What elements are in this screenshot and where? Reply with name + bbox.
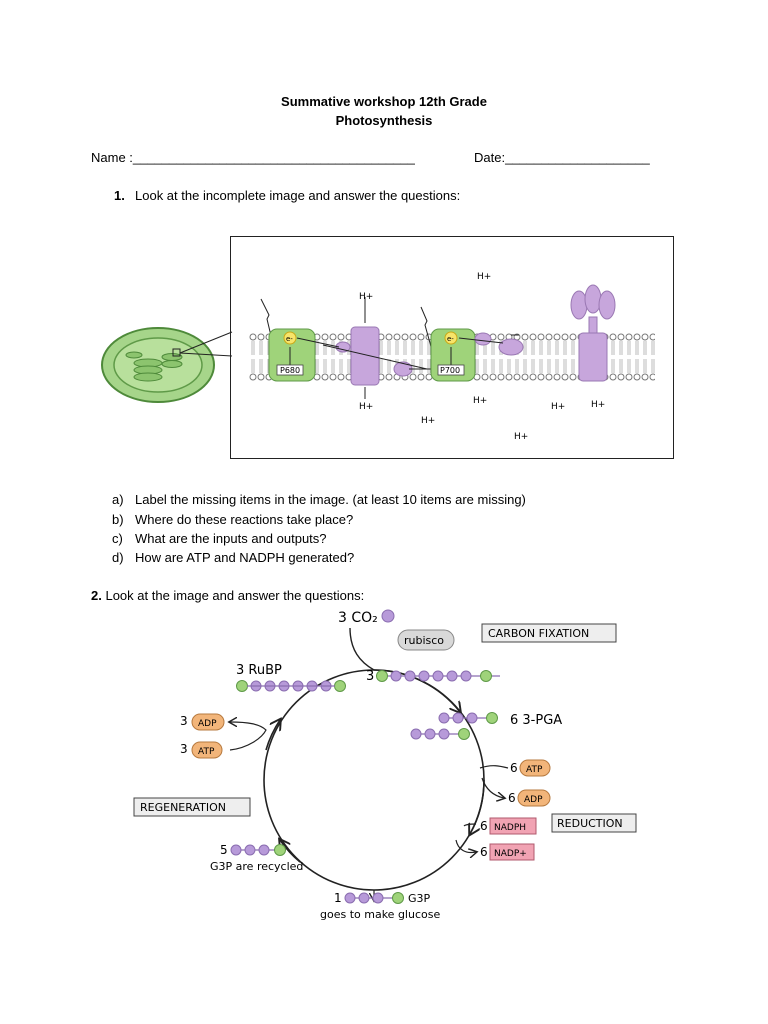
rubp-molecule bbox=[236, 680, 346, 692]
unstable-intermediate-coefficient: 3 bbox=[366, 669, 374, 684]
zoom-connector-lines bbox=[179, 331, 233, 357]
svg-text:ADP: ADP bbox=[198, 719, 217, 729]
question-2-prompt: 2. Look at the image and answer the ques… bbox=[91, 588, 364, 603]
nadph-badge bbox=[489, 817, 537, 835]
proton-label: H+ bbox=[551, 402, 565, 412]
chloroplast-illustration bbox=[101, 327, 215, 403]
reduction-label: REDUCTION bbox=[557, 817, 623, 830]
pga-molecules bbox=[410, 712, 498, 740]
page-subtitle: Photosynthesis bbox=[335, 113, 433, 128]
atp-badge bbox=[519, 759, 551, 777]
svg-text:6: 6 bbox=[480, 819, 488, 833]
proton-label: H+ bbox=[421, 416, 435, 426]
svg-text:1: 1 bbox=[334, 891, 342, 905]
svg-text:ATP: ATP bbox=[526, 765, 543, 775]
svg-text:3: 3 bbox=[180, 714, 188, 728]
subquestion-b: b)Where do these reactions take place? bbox=[112, 512, 354, 527]
atp-synthase bbox=[570, 284, 616, 382]
thylakoid-membrane-diagram: e- P680 e- P700 bbox=[249, 272, 655, 442]
subquestion-c: c)What are the inputs and outputs? bbox=[112, 531, 327, 546]
adp-badge bbox=[191, 713, 225, 731]
co2-label: 3 CO₂ bbox=[338, 610, 378, 626]
svg-text:NADP+: NADP+ bbox=[494, 849, 527, 859]
question-1-prompt: 1. Look at the incomplete image and answe… bbox=[114, 188, 460, 203]
proton-label: H+ bbox=[591, 400, 605, 410]
carbon-fixation-label: CARBON FIXATION bbox=[488, 627, 589, 640]
g3p-output-label: G3P bbox=[408, 892, 431, 905]
svg-text:6: 6 bbox=[480, 845, 488, 859]
rubisco-enzyme bbox=[397, 629, 455, 651]
proton-label: H+ bbox=[473, 396, 487, 406]
photosystem-p680-label: P680 bbox=[280, 366, 300, 375]
question-1-text: Look at the incomplete image and answer … bbox=[135, 188, 461, 203]
name-row: Name :__________________________________… bbox=[91, 150, 415, 165]
g3p-recycled-text: G3P are recycled bbox=[210, 860, 303, 873]
regeneration-label: REGENERATION bbox=[140, 801, 226, 814]
svg-text:6: 6 bbox=[508, 791, 516, 805]
unstable-intermediate-molecule bbox=[376, 670, 500, 682]
proton-label: H+ bbox=[359, 402, 373, 412]
atp-badge bbox=[191, 741, 223, 759]
g3p-output-molecule bbox=[344, 892, 404, 904]
carbon-fixation-box bbox=[481, 623, 617, 643]
adp-badge bbox=[517, 789, 551, 807]
svg-text:6: 6 bbox=[510, 761, 518, 775]
date-blank: ____________________ bbox=[505, 150, 650, 165]
light-arrow-2 bbox=[420, 306, 436, 362]
subquestion-d: d)How are ATP and NADPH generated? bbox=[112, 550, 355, 565]
svg-text:5: 5 bbox=[220, 843, 228, 857]
regeneration-box bbox=[133, 797, 251, 817]
rubp-label: 3 RuBP bbox=[236, 663, 282, 678]
nadp-badge bbox=[489, 843, 535, 861]
reduction-box bbox=[551, 813, 637, 833]
name-blank: _______________________________________ bbox=[132, 150, 415, 165]
svg-text:3: 3 bbox=[180, 742, 188, 756]
question-2-number: 2. bbox=[91, 588, 102, 603]
cytochrome-complex bbox=[350, 326, 380, 386]
proton-label: H+ bbox=[359, 292, 373, 302]
svg-text:ATP: ATP bbox=[198, 747, 215, 757]
svg-text:NADPH: NADPH bbox=[494, 823, 526, 833]
electron-label-1: e- bbox=[286, 335, 293, 343]
name-label: Name : bbox=[91, 150, 133, 165]
subquestion-a: a)Label the missing items in the image. … bbox=[112, 492, 526, 507]
photosystem-p700-label: P700 bbox=[440, 366, 460, 375]
date-label: Date: bbox=[474, 150, 506, 165]
page-title: Summative workshop 12th Grade bbox=[281, 94, 487, 109]
calvin-cycle-diagram: 3 CO₂ rubisco CARBON FIXATION REDUCTION … bbox=[133, 609, 637, 921]
question-1-number: 1. bbox=[114, 188, 125, 203]
rubisco-label: rubisco bbox=[404, 634, 444, 647]
svg-text:ADP: ADP bbox=[524, 795, 543, 805]
g3p-output-text: goes to make glucose bbox=[320, 908, 440, 921]
g3p-recycled-molecule bbox=[230, 844, 286, 856]
electron-label-2: e- bbox=[447, 335, 454, 343]
question-2-text: Look at the image and answer the questio… bbox=[105, 588, 365, 603]
proton-label: H+ bbox=[514, 432, 528, 442]
figure-1-frame: e- P680 e- P700 bbox=[230, 236, 674, 459]
pga-label: 6 3-PGA bbox=[510, 713, 562, 728]
proton-label: H+ bbox=[477, 272, 491, 282]
date-row: Date:____________________ bbox=[474, 150, 650, 165]
